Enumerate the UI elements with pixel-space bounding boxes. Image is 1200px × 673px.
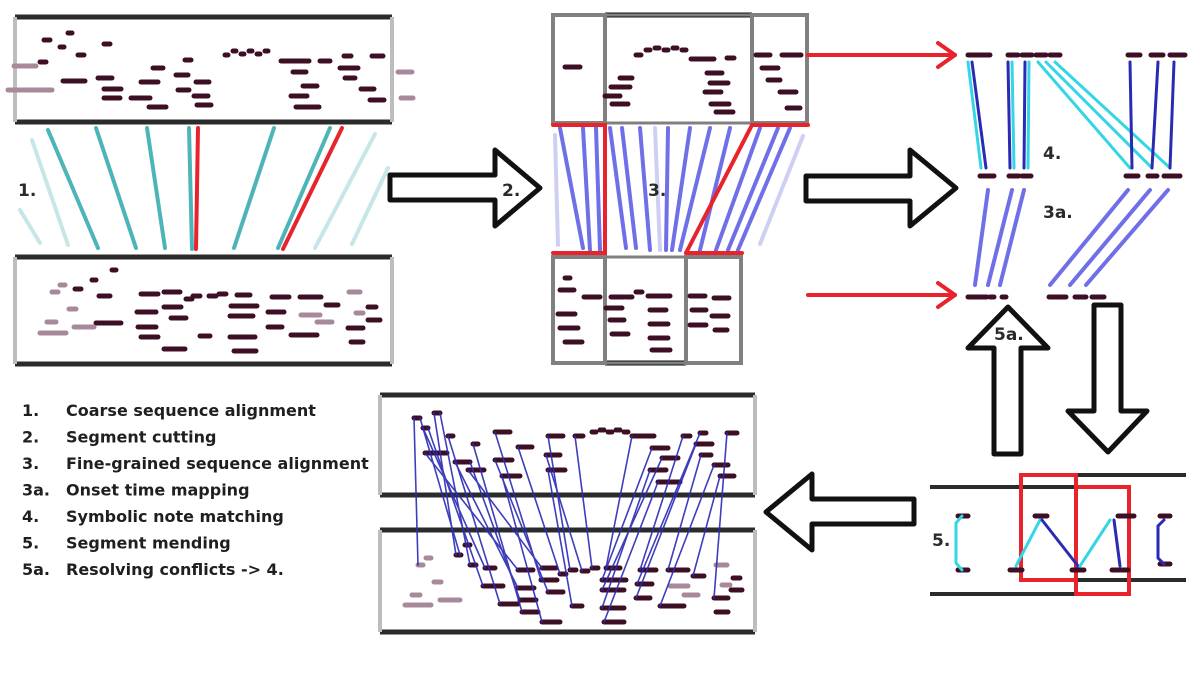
- legend-item-text: Resolving conflicts -> 4.: [66, 560, 284, 579]
- step-5-label: 5.: [932, 531, 950, 551]
- legend-item-text: Segment mending: [66, 534, 231, 553]
- legend-item: 3a. Onset time mapping: [22, 481, 250, 500]
- panel3a-onset-mapping-lines: [973, 188, 1170, 287]
- result-faded-notes: [402, 555, 733, 608]
- result-top-notes: [411, 410, 740, 485]
- step-3a-label: 3a.: [1043, 203, 1073, 223]
- panel2-top-notes: [562, 45, 804, 115]
- result-alignment-lines: [413, 412, 728, 623]
- step-1-label: 1.: [18, 181, 36, 201]
- legend-item-number: 5a.: [22, 560, 50, 579]
- panel1-coarse-alignment-lines: [18, 126, 390, 251]
- panel2-bottom-sequence: [551, 255, 743, 366]
- step-3-label: 3.: [648, 181, 666, 201]
- panel1-top-sequence: [5, 14, 416, 125]
- arrow-4-down: [1065, 302, 1150, 455]
- panel4-notes: [965, 52, 1188, 300]
- legend-item-number: 3.: [22, 454, 39, 473]
- panel1-top-notes: [37, 30, 387, 110]
- legend-item-text: Symbolic note matching: [66, 507, 284, 526]
- panel1-bottom-sequence: [13, 254, 394, 367]
- result-bottom-sequence: [378, 527, 757, 635]
- arrow-1-to-2: [387, 147, 543, 229]
- panel5-notes: [955, 513, 1173, 573]
- panel5-mending-lines: [954, 514, 1166, 572]
- arrow-3-to-4: [803, 147, 959, 229]
- legend-item-text: Onset time mapping: [66, 481, 250, 500]
- panel1-bottom-faded-notes: [37, 282, 366, 336]
- legend-item: 1. Coarse sequence alignment: [22, 401, 316, 420]
- panel-segment-mending: [930, 473, 1186, 596]
- result-bottom-notes: [453, 542, 745, 625]
- panel-segment-cutting: [551, 12, 810, 366]
- step-5a-label: 5a.: [994, 325, 1024, 345]
- legend-item-number: 5.: [22, 534, 39, 553]
- red-transfer-arrows: [806, 41, 957, 309]
- step-2-label: 2.: [502, 181, 520, 201]
- legend-item: 5a. Resolving conflicts -> 4.: [22, 560, 284, 579]
- panel2-bottom-notes: [555, 275, 732, 353]
- legend-item: 2. Segment cutting: [22, 428, 216, 447]
- legend-item-number: 2.: [22, 428, 39, 447]
- legend-item: 4. Symbolic note matching: [22, 507, 284, 526]
- panel2-fine-alignment-lines: [551, 123, 810, 255]
- legend-item: 5. Segment mending: [22, 534, 231, 553]
- panel1-bottom-notes: [72, 267, 383, 354]
- legend-item: 3. Fine-grained sequence alignment: [22, 454, 369, 473]
- panel2-top-sequence: [551, 12, 809, 125]
- panel-note-matching: [965, 52, 1188, 300]
- arrow-5-to-result: [763, 471, 917, 553]
- step-4-label: 4.: [1043, 144, 1061, 164]
- legend-item-text: Fine-grained sequence alignment: [66, 454, 369, 473]
- arrow-5a-up: [965, 304, 1051, 457]
- legend-item-number: 1.: [22, 401, 39, 420]
- legend-item-number: 3a.: [22, 481, 50, 500]
- panel1-top-faded-notes: [5, 63, 416, 101]
- legend-item-text: Segment cutting: [66, 428, 216, 447]
- legend-item-text: Coarse sequence alignment: [66, 401, 316, 420]
- legend: 1. Coarse sequence alignment 2. Segment cut…: [22, 401, 369, 579]
- legend-item-number: 4.: [22, 507, 39, 526]
- panel4-match-lines: [966, 60, 1176, 170]
- panel-final-alignment: [378, 392, 757, 635]
- panel-coarse-alignment: [5, 14, 416, 367]
